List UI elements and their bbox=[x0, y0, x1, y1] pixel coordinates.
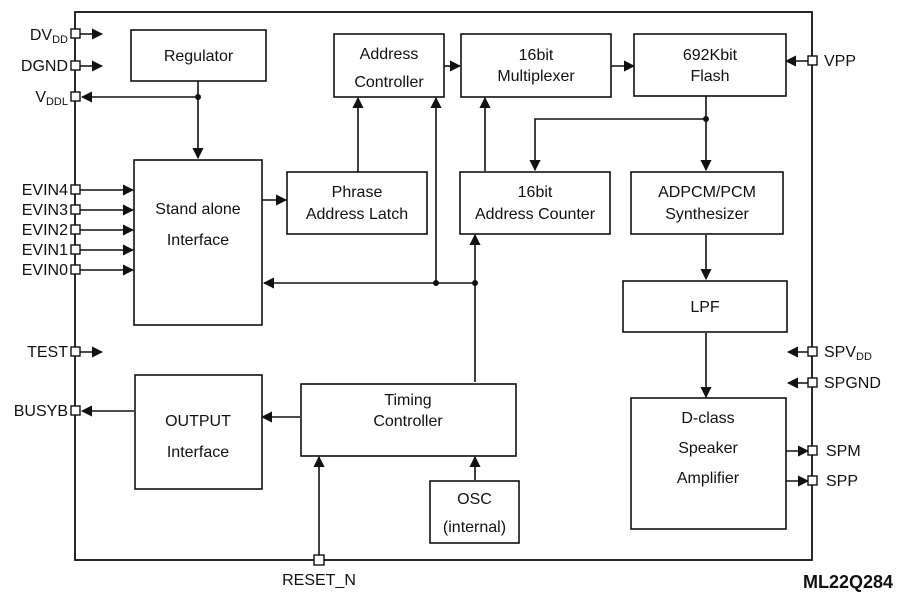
phrase-address-latch-label-1: Phrase bbox=[332, 184, 383, 201]
pin-evin0: EVIN0 bbox=[22, 262, 68, 279]
lpf-label: LPF bbox=[690, 299, 720, 316]
amplifier-block: D-class Speaker Amplifier bbox=[630, 397, 787, 530]
pin-dvdd: DVDD bbox=[30, 27, 68, 46]
flash-block: 692Kbit Flash bbox=[633, 33, 787, 97]
standalone-interface-block: Stand alone Interface bbox=[133, 159, 263, 326]
standalone-interface-label-1: Stand alone bbox=[155, 201, 241, 218]
osc-block: OSC (internal) bbox=[429, 480, 520, 544]
osc-label-1: OSC bbox=[457, 491, 492, 508]
multiplexer-label-2: Multiplexer bbox=[497, 68, 575, 85]
multiplexer-label-1: 16bit bbox=[519, 47, 554, 64]
flash-label-1: 692Kbit bbox=[683, 47, 738, 64]
osc-label-2: (internal) bbox=[443, 519, 506, 536]
synthesizer-label-1: ADPCM/PCM bbox=[658, 184, 756, 201]
connections bbox=[80, 28, 810, 555]
multiplexer-block: 16bit Multiplexer bbox=[460, 33, 612, 98]
pin-evin1: EVIN1 bbox=[22, 242, 68, 259]
output-interface-block: OUTPUT Interface bbox=[134, 374, 263, 490]
lpf-block: LPF bbox=[622, 280, 788, 333]
timing-controller-label-2: Controller bbox=[373, 413, 443, 430]
synthesizer-label-2: Synthesizer bbox=[665, 206, 749, 223]
pin-spp: SPP bbox=[826, 473, 858, 490]
output-interface-label-2: Interface bbox=[167, 444, 229, 461]
phrase-address-latch-label-2: Address Latch bbox=[306, 206, 408, 223]
pin-vddl: VDDL bbox=[35, 89, 68, 108]
chip-outline bbox=[74, 11, 813, 561]
pin-evin4: EVIN4 bbox=[22, 182, 68, 199]
synthesizer-block: ADPCM/PCM Synthesizer bbox=[630, 171, 784, 235]
regulator-label: Regulator bbox=[164, 48, 234, 65]
address-controller-label-2: Controller bbox=[354, 74, 424, 91]
address-controller-label-1: Address bbox=[360, 46, 419, 63]
flash-label-2: Flash bbox=[690, 68, 729, 85]
pin-evin3: EVIN3 bbox=[22, 202, 68, 219]
address-counter-label-1: 16bit bbox=[518, 184, 553, 201]
address-counter-label-2: Address Counter bbox=[475, 206, 596, 223]
pin-labels: DVDD DGND VDDL EVIN4 EVIN3 EVIN2 EVIN1 E… bbox=[14, 27, 881, 589]
pin-spgnd: SPGND bbox=[824, 375, 881, 392]
pin-busyb: BUSYB bbox=[14, 403, 68, 420]
amplifier-label-3: Amplifier bbox=[677, 470, 740, 487]
amplifier-label-2: Speaker bbox=[678, 440, 738, 457]
pin-spm: SPM bbox=[826, 443, 861, 460]
pin-squares bbox=[70, 28, 818, 566]
pin-test: TEST bbox=[27, 344, 68, 361]
pin-reset-n: RESET_N bbox=[282, 572, 356, 589]
regulator-block: Regulator bbox=[130, 29, 267, 82]
timing-controller-label-1: Timing bbox=[384, 392, 431, 409]
standalone-interface-label-2: Interface bbox=[167, 232, 229, 249]
address-counter-block: 16bit Address Counter bbox=[459, 171, 611, 235]
pin-vpp: VPP bbox=[824, 53, 856, 70]
timing-controller-block: Timing Controller bbox=[300, 383, 517, 457]
output-interface-label-1: OUTPUT bbox=[165, 413, 231, 430]
pin-spvdd: SPVDD bbox=[824, 344, 872, 363]
phrase-address-latch-block: Phrase Address Latch bbox=[286, 171, 428, 235]
amplifier-label-1: D-class bbox=[681, 410, 734, 427]
pin-dgnd: DGND bbox=[21, 58, 68, 75]
part-number: ML22Q284 bbox=[803, 572, 893, 592]
address-controller-block: Address Controller bbox=[333, 33, 445, 98]
pin-evin2: EVIN2 bbox=[22, 222, 68, 239]
